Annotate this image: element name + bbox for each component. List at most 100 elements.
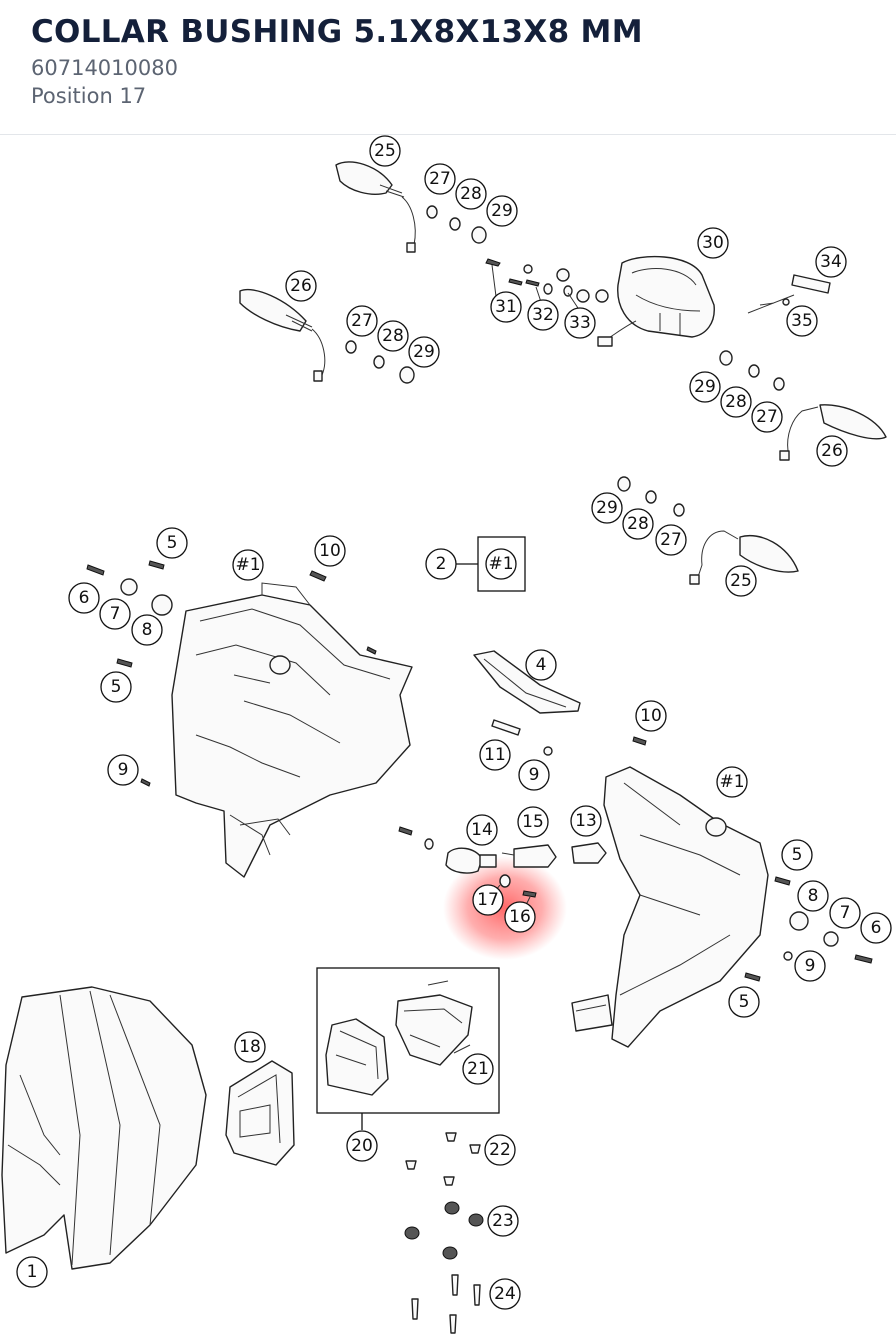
callout-circle <box>525 649 557 681</box>
callout-31[interactable]: 31 <box>490 291 522 323</box>
callout-5[interactable]: 5 <box>100 671 132 703</box>
callout-16[interactable]: 16 <box>504 901 536 933</box>
callout-label: 1 <box>27 1262 38 1282</box>
callout-15[interactable]: 15 <box>517 806 549 838</box>
callout-label: 26 <box>290 276 312 296</box>
callout-label: 16 <box>509 907 531 927</box>
callout-label: 14 <box>471 820 493 840</box>
callout-9[interactable]: 9 <box>794 950 826 982</box>
callout-29[interactable]: 29 <box>486 195 518 227</box>
indicator-rear-right <box>719 350 887 461</box>
callout-6[interactable]: 6 <box>68 582 100 614</box>
callout-label: 28 <box>382 326 404 346</box>
callout-27[interactable]: 27 <box>346 305 378 337</box>
callout-27[interactable]: 27 <box>751 401 783 433</box>
callout-label: 29 <box>694 377 716 397</box>
callout-28[interactable]: 28 <box>622 508 654 540</box>
callout-2[interactable]: 2 <box>425 548 457 580</box>
callout-8[interactable]: 8 <box>131 614 163 646</box>
callout-circle <box>425 548 457 580</box>
callout-label: 30 <box>702 233 724 253</box>
callout-label: 6 <box>79 588 90 608</box>
callout-circle <box>377 320 409 352</box>
callout-5[interactable]: 5 <box>728 986 760 1018</box>
callout-ref-1[interactable]: #1 <box>485 548 517 580</box>
callout-29[interactable]: 29 <box>689 371 721 403</box>
callout-label: 10 <box>319 541 341 561</box>
callout-circle <box>860 912 892 944</box>
callout-7[interactable]: 7 <box>99 598 131 630</box>
callout-6[interactable]: 6 <box>860 912 892 944</box>
callout-11[interactable]: 11 <box>479 739 511 771</box>
callout-9[interactable]: 9 <box>518 759 550 791</box>
callout-27[interactable]: 27 <box>655 524 687 556</box>
callout-28[interactable]: 28 <box>377 320 409 352</box>
callout-circle <box>518 759 550 791</box>
callout-circle <box>591 492 623 524</box>
callout-8[interactable]: 8 <box>797 880 829 912</box>
callout-14[interactable]: 14 <box>466 814 498 846</box>
callout-label: 17 <box>477 890 499 910</box>
callout-label: 18 <box>239 1037 261 1057</box>
callout-20[interactable]: 20 <box>346 1130 378 1162</box>
callout-circle <box>156 527 188 559</box>
callout-1[interactable]: 1 <box>16 1256 48 1288</box>
callout-label: 28 <box>627 514 649 534</box>
callout-circle <box>781 839 813 871</box>
callout-22[interactable]: 22 <box>484 1134 516 1166</box>
callout-circle <box>346 305 378 337</box>
callout-25[interactable]: 25 <box>369 135 401 167</box>
callout-30[interactable]: 30 <box>697 227 729 259</box>
callout-circle <box>346 1130 378 1162</box>
callout-label: 25 <box>730 571 752 591</box>
callout-4[interactable]: 4 <box>525 649 557 681</box>
callout-10[interactable]: 10 <box>314 535 346 567</box>
callout-34[interactable]: 34 <box>815 246 847 278</box>
callout-circle <box>489 1278 521 1310</box>
callout-26[interactable]: 26 <box>285 270 317 302</box>
indicator-front-left <box>335 161 416 253</box>
callout-circle <box>504 901 536 933</box>
callout-29[interactable]: 29 <box>408 336 440 368</box>
indicator-rear-left <box>239 289 415 384</box>
callout-label: 9 <box>805 956 816 976</box>
callout-label: 25 <box>374 141 396 161</box>
callout-35[interactable]: 35 <box>786 305 818 337</box>
callout-10[interactable]: 10 <box>635 700 667 732</box>
callout-circle <box>485 548 517 580</box>
callout-circle <box>16 1256 48 1288</box>
callout-27[interactable]: 27 <box>424 163 456 195</box>
callout-28[interactable]: 28 <box>455 178 487 210</box>
callout-label: 27 <box>429 169 451 189</box>
callout-33[interactable]: 33 <box>564 307 596 339</box>
part-18-cover <box>225 1060 295 1166</box>
callout-18[interactable]: 18 <box>234 1031 266 1063</box>
callout-circle <box>466 814 498 846</box>
callout-17[interactable]: 17 <box>472 884 504 916</box>
callout-7[interactable]: 7 <box>829 897 861 929</box>
callout-23[interactable]: 23 <box>487 1205 519 1237</box>
callout-21[interactable]: 21 <box>462 1053 494 1085</box>
callout-circle <box>689 371 721 403</box>
callout-ref-1[interactable]: #1 <box>232 549 264 581</box>
callout-25[interactable]: 25 <box>725 565 757 597</box>
callout-label: 13 <box>575 811 597 831</box>
callout-ref-1[interactable]: #1 <box>716 766 748 798</box>
callout-circle <box>716 766 748 798</box>
callout-13[interactable]: 13 <box>570 805 602 837</box>
callout-9[interactable]: 9 <box>107 754 139 786</box>
callout-label: 5 <box>739 992 750 1012</box>
callout-circle <box>424 163 456 195</box>
callout-29[interactable]: 29 <box>591 492 623 524</box>
callout-label: 2 <box>436 554 447 574</box>
callout-24[interactable]: 24 <box>489 1278 521 1310</box>
callout-32[interactable]: 32 <box>527 299 559 331</box>
callout-5[interactable]: 5 <box>156 527 188 559</box>
callout-26[interactable]: 26 <box>816 435 848 467</box>
callout-28[interactable]: 28 <box>720 386 752 418</box>
callout-circle <box>314 535 346 567</box>
exploded-parts-diagram: 2527282930342627282931323335292827262928… <box>1 135 892 1334</box>
callout-label: 26 <box>821 441 843 461</box>
callout-5[interactable]: 5 <box>781 839 813 871</box>
